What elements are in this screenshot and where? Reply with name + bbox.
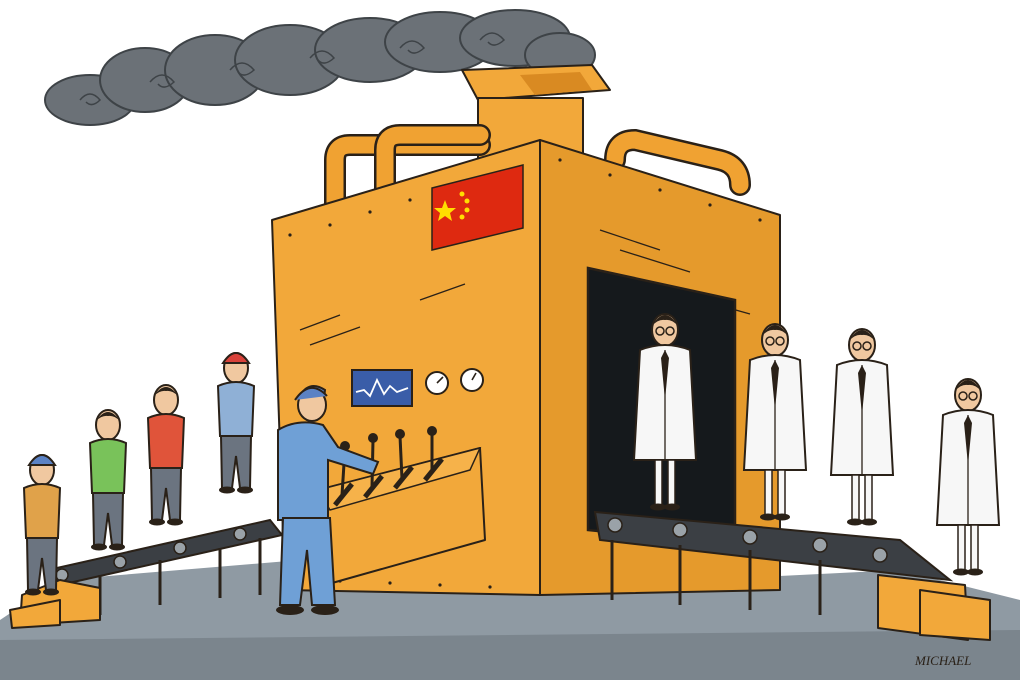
scientists-output xyxy=(632,313,1001,576)
worker-figure xyxy=(88,409,128,551)
glasses-icon xyxy=(958,391,968,401)
worker-figure xyxy=(146,384,186,526)
glasses-icon xyxy=(765,336,775,346)
glasses-icon xyxy=(852,341,862,351)
smoke-cloud xyxy=(44,9,596,126)
scientist-figure xyxy=(829,328,895,526)
pressure-gauge-icon xyxy=(425,368,484,395)
scientist-figure xyxy=(632,313,698,511)
scientist-figure xyxy=(935,378,1001,576)
output-conveyor-belt xyxy=(593,510,954,615)
glasses-icon xyxy=(655,326,665,336)
artist-signature: MICHAEL xyxy=(914,653,971,668)
pipes xyxy=(320,124,751,291)
cap-icon xyxy=(221,352,251,364)
exit-steps xyxy=(877,574,991,641)
scientist-figure xyxy=(742,323,808,521)
worker-figure xyxy=(216,352,256,494)
monitor-screen xyxy=(351,369,413,407)
machine-operator xyxy=(276,385,380,615)
workers-in-line xyxy=(22,352,256,596)
worker-figure xyxy=(22,454,62,596)
cap-icon xyxy=(27,454,57,466)
china-flag xyxy=(431,164,524,251)
